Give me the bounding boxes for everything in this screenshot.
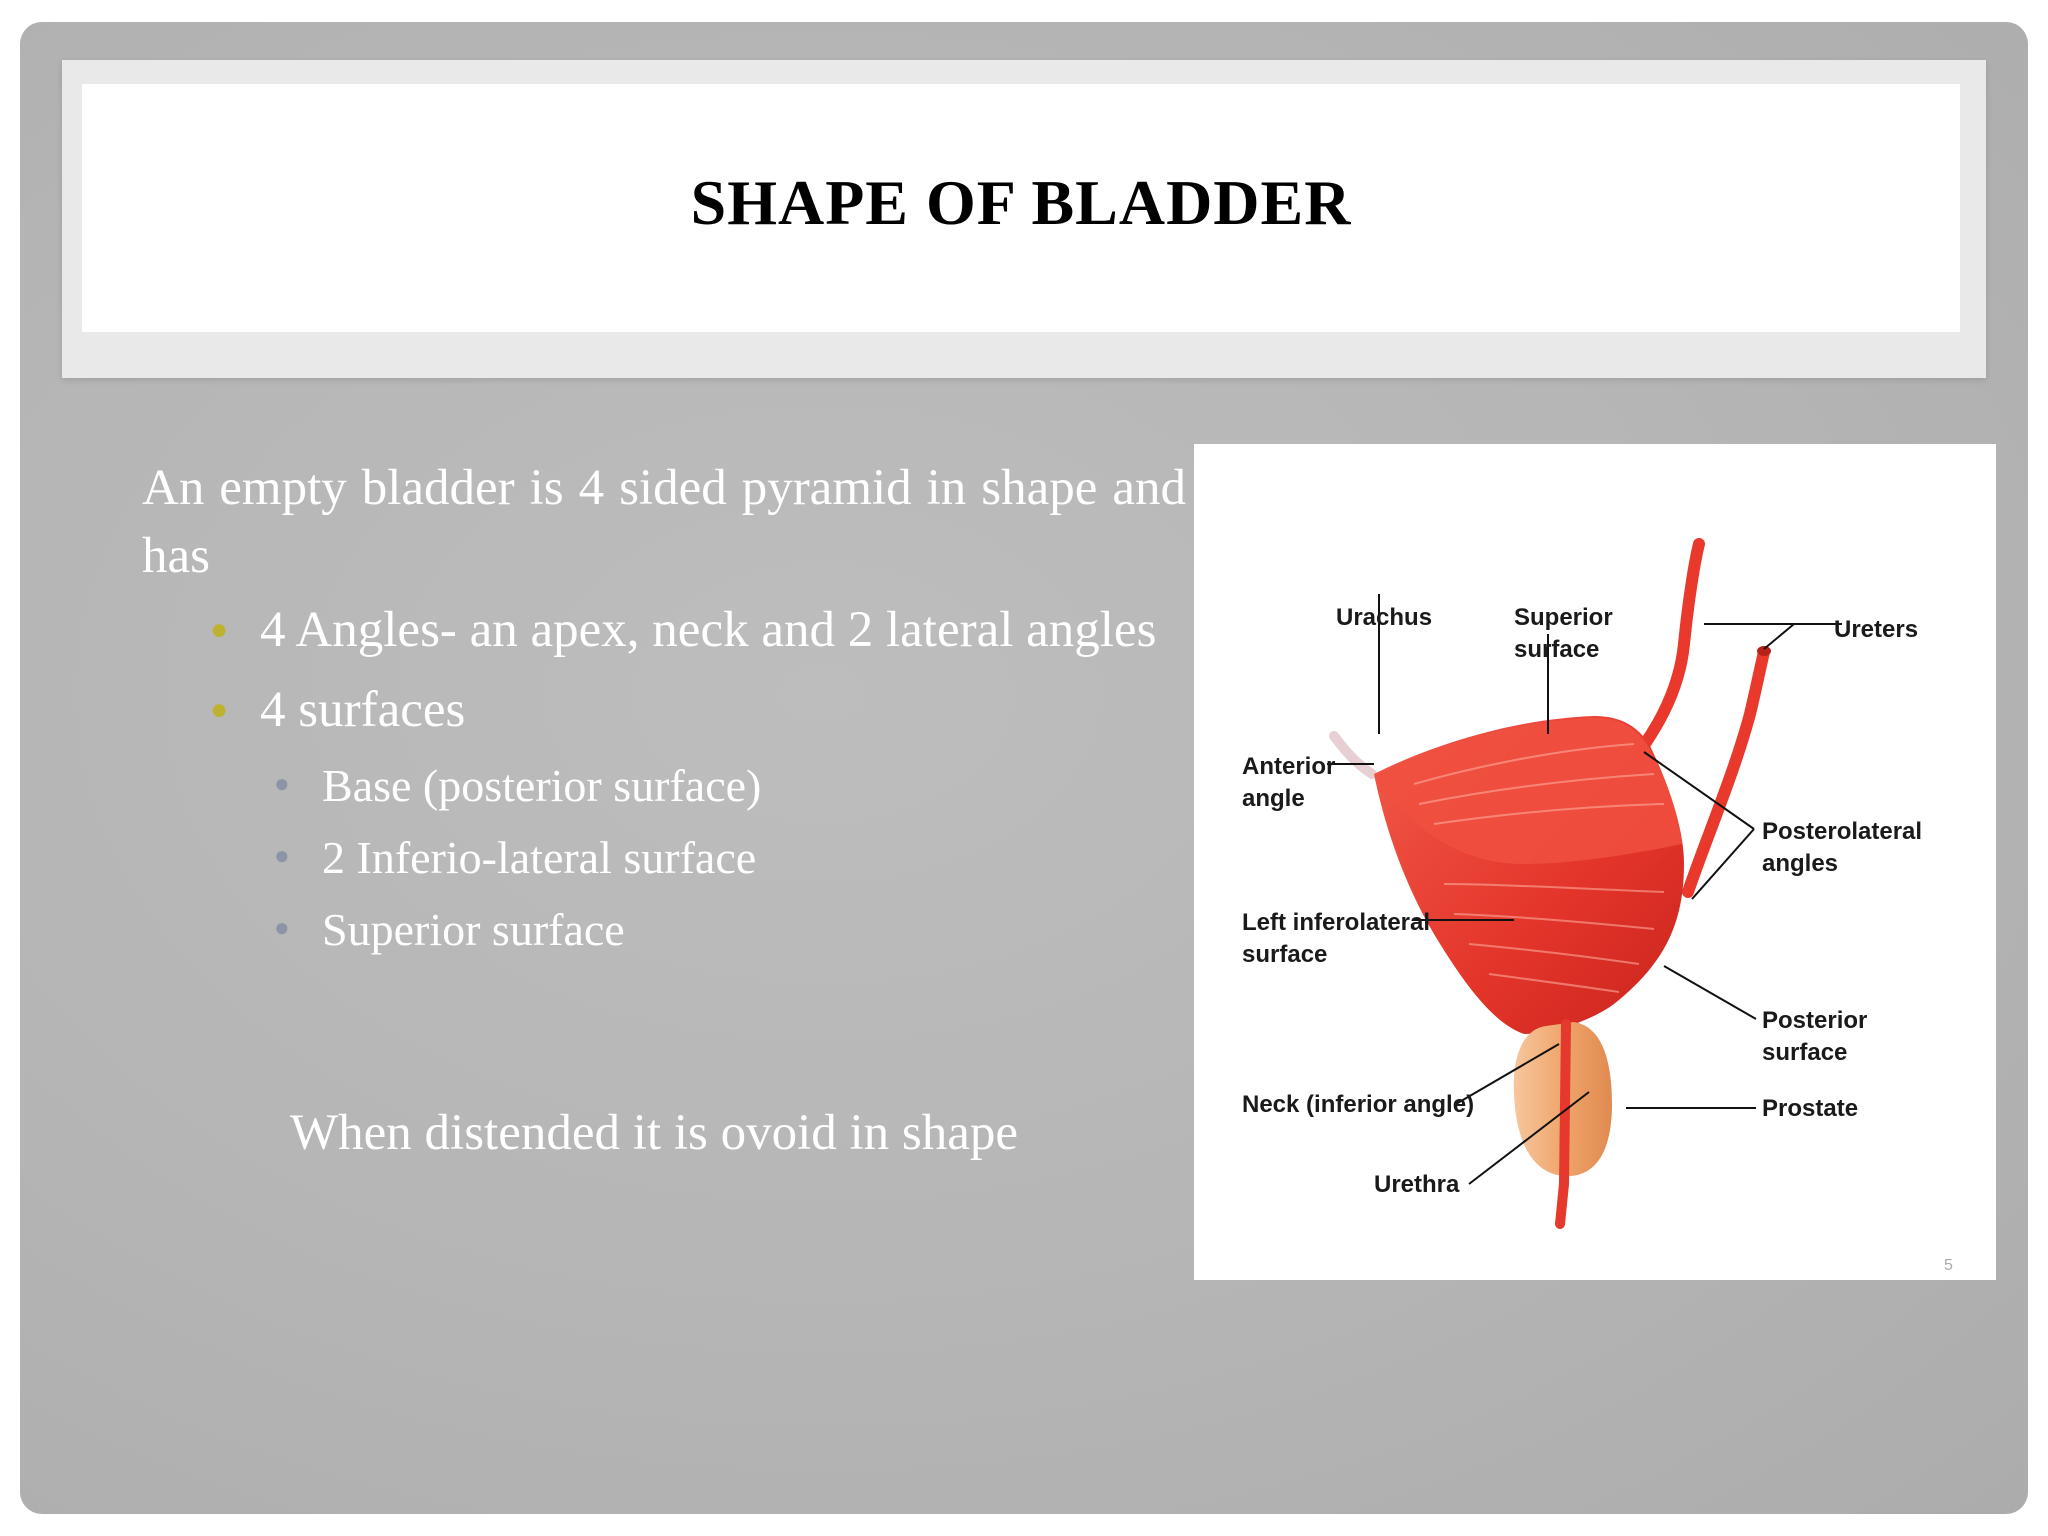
title-banner: SHAPE OF BLADDER xyxy=(62,60,1986,378)
page-number: 5 xyxy=(1944,1257,1953,1274)
ureter-opening xyxy=(1757,646,1771,656)
label-posterolateral-2: angles xyxy=(1762,850,1838,877)
sub-bullet-dot-icon: ● xyxy=(274,841,290,870)
sub-bullet-item: ● Superior surface xyxy=(274,894,1186,966)
slide-title: SHAPE OF BLADDER xyxy=(690,167,1352,238)
urethra-tube xyxy=(1555,1019,1571,1229)
bullet-dot-icon: ● xyxy=(210,693,229,726)
bladder-diagram: Urachus Superior surface Ureters Anterio… xyxy=(1194,444,1996,1280)
bullet-list: ● 4 Angles- an apex, neck and 2 lateral … xyxy=(142,596,1186,966)
label-left-inferolateral-1: Left inferolateral xyxy=(1242,909,1430,936)
label-anterior-angle-1: Anterior xyxy=(1242,753,1335,780)
bladder-illustration: Urachus Superior surface Ureters Anterio… xyxy=(1242,538,1953,1274)
label-superior-surface-1: Superior xyxy=(1514,604,1613,631)
intro-paragraph: An empty bladder is 4 sided pyramid in s… xyxy=(142,460,1186,584)
sub-bullet-text: 2 Inferio-lateral surface xyxy=(322,832,757,883)
sub-bullet-dot-icon: ● xyxy=(274,913,290,942)
label-ureters: Ureters xyxy=(1834,616,1918,643)
bullet-text: 4 Angles- an apex, neck and 2 lateral an… xyxy=(260,602,1157,658)
muscle-fibers xyxy=(1413,743,1665,993)
leader-lines xyxy=(1327,594,1842,1185)
closing-statement: When distended it is ovoid in shape xyxy=(290,1105,1019,1161)
sub-bullet-dot-icon: ● xyxy=(274,769,290,798)
ureter-left xyxy=(1620,538,1705,776)
urachus-cord xyxy=(1329,731,1377,779)
sub-bullet-text: Superior surface xyxy=(322,904,625,955)
title-box: SHAPE OF BLADDER xyxy=(82,84,1960,332)
label-urethra: Urethra xyxy=(1374,1171,1460,1198)
sub-bullet-list: ● Base (posterior surface) ● 2 Inferio-l… xyxy=(260,750,1186,966)
superior-surface-shade xyxy=(1376,718,1682,864)
label-prostate: Prostate xyxy=(1762,1095,1858,1122)
bullet-dot-icon: ● xyxy=(210,613,229,646)
bullet-item-angles: ● 4 Angles- an apex, neck and 2 lateral … xyxy=(210,596,1186,664)
slide-body: An empty bladder is 4 sided pyramid in s… xyxy=(142,454,1186,978)
sub-bullet-item: ● Base (posterior surface) xyxy=(274,750,1186,822)
sub-bullet-text: Base (posterior surface) xyxy=(322,760,762,811)
ureter-right xyxy=(1682,646,1770,898)
label-superior-surface-2: surface xyxy=(1514,636,1599,663)
label-posterior-surface-1: Posterior xyxy=(1762,1007,1867,1034)
sub-bullet-item: ● 2 Inferio-lateral surface xyxy=(274,822,1186,894)
slide: SHAPE OF BLADDER An empty bladder is 4 s… xyxy=(20,22,2028,1514)
bullet-text: 4 surfaces xyxy=(260,682,466,738)
label-posterior-surface-2: surface xyxy=(1762,1039,1847,1066)
label-urachus: Urachus xyxy=(1336,604,1432,631)
bullet-item-surfaces: ● 4 surfaces ● Base (posterior surface) … xyxy=(210,676,1186,966)
label-posterolateral-1: Posterolateral xyxy=(1762,818,1922,845)
label-anterior-angle-2: angle xyxy=(1242,785,1305,812)
label-left-inferolateral-2: surface xyxy=(1242,941,1327,968)
label-neck: Neck (inferior angle) xyxy=(1242,1091,1474,1118)
